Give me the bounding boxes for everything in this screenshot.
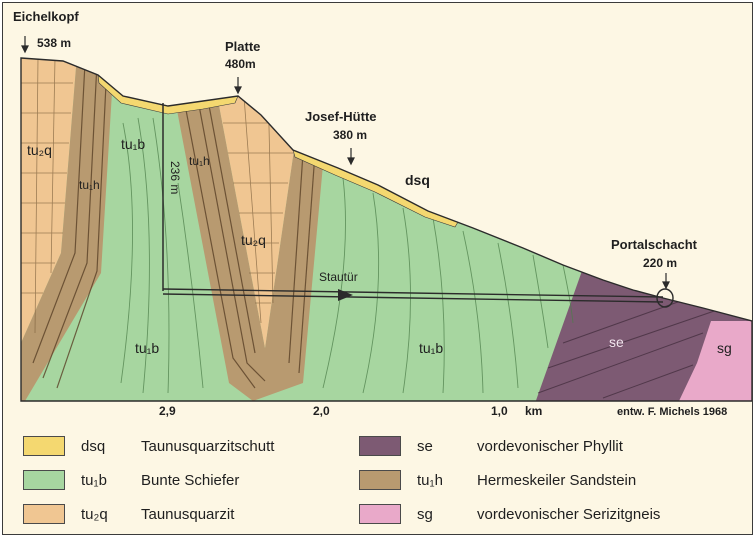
legend-code-sg: sg xyxy=(417,506,477,523)
label-se: se xyxy=(609,334,624,350)
label-dsq: dsq xyxy=(405,172,430,188)
peak-portal-name: Portalschacht xyxy=(611,237,698,252)
legend-item-tu1b: tu₁b Bunte Schiefer xyxy=(23,466,239,494)
geological-cross-section: Eichelkopf 538 m Platte 480m Josef-Hütte… xyxy=(3,3,752,428)
legend-code-dsq: dsq xyxy=(81,438,141,455)
label-tu1b-right: tu₁b xyxy=(419,340,443,356)
legend: dsq Taunusquarzitschutt tu₁b Bunte Schie… xyxy=(3,428,752,534)
legend-text-se: vordevonischer Phyllit xyxy=(477,438,623,455)
legend-swatch-tu1h xyxy=(359,470,401,490)
legend-item-se: se vordevonischer Phyllit xyxy=(359,432,623,460)
legend-text-tu2q: Taunusquarzit xyxy=(141,506,234,523)
legend-item-tu1h: tu₁h Hermeskeiler Sandstein xyxy=(359,466,636,494)
axis-tick-1-0: 1,0 xyxy=(491,404,508,418)
legend-code-tu2q: tu₂q xyxy=(81,506,141,523)
peak-josef-name: Josef-Hütte xyxy=(305,109,377,124)
label-tu1h-mid: tu₁h xyxy=(189,154,210,168)
legend-text-tu1h: Hermeskeiler Sandstein xyxy=(477,472,636,489)
label-stautur: Stautür xyxy=(319,270,358,284)
axis-tick-2-9: 2,9 xyxy=(159,404,176,418)
label-tu2q-left: tu₂q xyxy=(27,142,52,158)
label-sg: sg xyxy=(717,340,732,356)
legend-text-sg: vordevonischer Serizitgneis xyxy=(477,506,660,523)
peak-platte-name: Platte xyxy=(225,39,260,54)
legend-code-tu1b: tu₁b xyxy=(81,472,141,489)
legend-swatch-tu1b xyxy=(23,470,65,490)
label-tu1h-left: tu₁h xyxy=(79,178,100,192)
legend-swatch-tu2q xyxy=(23,504,65,524)
legend-swatch-sg xyxy=(359,504,401,524)
peak-eichelkopf-elev: 538 m xyxy=(37,36,71,50)
peak-platte-elev: 480m xyxy=(225,57,256,71)
author-credit: entw. F. Michels 1968 xyxy=(617,406,727,418)
legend-item-sg: sg vordevonischer Serizitgneis xyxy=(359,500,660,528)
legend-text-dsq: Taunusquarzitschutt xyxy=(141,438,274,455)
legend-item-dsq: dsq Taunusquarzitschutt xyxy=(23,432,274,460)
label-tu1b-upper: tu₁b xyxy=(121,136,145,152)
label-tu1b-lower: tu₁b xyxy=(135,340,159,356)
legend-code-tu1h: tu₁h xyxy=(417,472,477,489)
legend-swatch-dsq xyxy=(23,436,65,456)
legend-item-tu2q: tu₂q Taunusquarzit xyxy=(23,500,234,528)
legend-code-se: se xyxy=(417,438,477,455)
axis-unit: km xyxy=(525,404,542,418)
peak-portal-elev: 220 m xyxy=(643,256,677,270)
peak-josef-elev: 380 m xyxy=(333,128,367,142)
label-tu2q-mid: tu₂q xyxy=(241,232,266,248)
label-depth: 236 m xyxy=(168,161,182,194)
peak-eichelkopf-name: Eichelkopf xyxy=(13,9,79,24)
legend-text-tu1b: Bunte Schiefer xyxy=(141,472,239,489)
legend-swatch-se xyxy=(359,436,401,456)
axis-tick-2-0: 2,0 xyxy=(313,404,330,418)
